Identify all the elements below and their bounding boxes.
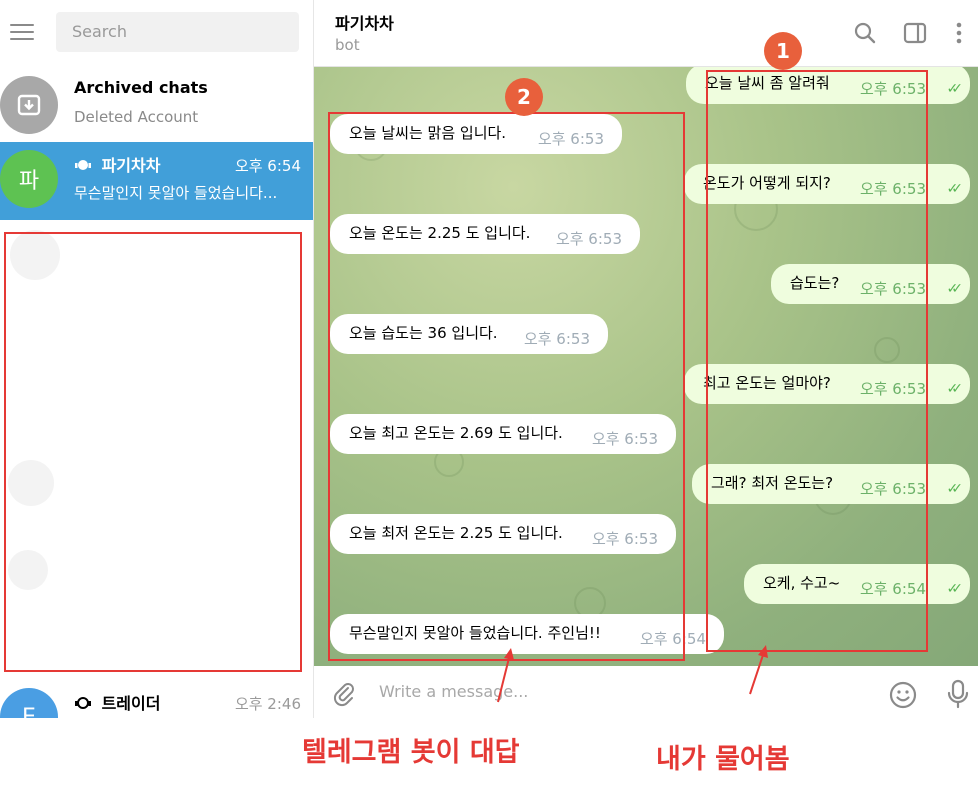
- outgoing-message[interactable]: 오케, 수고~ 오후 6:54 ✓✓: [744, 564, 970, 604]
- outgoing-message[interactable]: 습도는? 오후 6:53 ✓✓: [771, 264, 970, 304]
- hamburger-menu-icon[interactable]: [10, 22, 34, 42]
- sidebar-toggle-icon[interactable]: [902, 20, 928, 46]
- incoming-message[interactable]: 오늘 습도는 36 입니다. 오후 6:53: [330, 314, 608, 354]
- chat-header: 파기차차 bot: [314, 0, 978, 67]
- label-user-asked: 내가 물어봄: [656, 744, 790, 775]
- chat-time: 오후 2:46: [234, 695, 301, 713]
- badge-1: 1: [764, 32, 802, 70]
- chat-list-sidebar: Search Archived chats Deleted Account 파 …: [0, 0, 314, 718]
- bot-icon: [74, 694, 102, 713]
- read-check-icon: ✓✓: [946, 181, 964, 197]
- search-icon[interactable]: [852, 20, 878, 46]
- user-questions-box: [706, 70, 928, 652]
- chat-name[interactable]: 파기차차: [335, 14, 394, 33]
- incoming-message[interactable]: 오늘 최고 온도는 2.69 도 입니다. 오후 6:53: [330, 414, 676, 454]
- redacted-chat-list: [0, 220, 313, 695]
- chat-title: 트레이더: [74, 690, 160, 714]
- bot-icon: [74, 156, 102, 175]
- outgoing-message[interactable]: 온도가 어떻게 되지? 오후 6:53 ✓✓: [684, 164, 970, 204]
- read-check-icon: ✓✓: [946, 581, 964, 597]
- emoji-icon[interactable]: [888, 680, 918, 714]
- incoming-message[interactable]: 오늘 온도는 2.25 도 입니다. 오후 6:53: [330, 214, 640, 254]
- archived-chats-item[interactable]: Archived chats Deleted Account: [0, 68, 313, 146]
- read-check-icon: ✓✓: [946, 381, 964, 397]
- outgoing-message[interactable]: 최고 온도는 얼마야? 오후 6:53 ✓✓: [684, 364, 970, 404]
- message-input[interactable]: Write a message...: [379, 682, 529, 701]
- incoming-message[interactable]: 무슨말인지 못알아 들었습니다. 주인님!! 오후 6:54: [330, 614, 724, 654]
- chat-item-pagichacha[interactable]: 파 파기차차 오후 6:54 무슨말인지 못알아 들었습니다...: [0, 142, 313, 220]
- arrow-to-user-questions: [749, 645, 768, 695]
- bot-answers-box: [328, 112, 685, 661]
- outgoing-message[interactable]: 오늘 날씨 좀 알려줘 오후 6:53 ✓✓: [686, 67, 970, 104]
- attach-icon[interactable]: [330, 680, 358, 712]
- incoming-message[interactable]: 오늘 최저 온도는 2.25 도 입니다. 오후 6:53: [330, 514, 676, 554]
- search-input[interactable]: Search: [56, 12, 299, 52]
- chat-title: 파기차차: [74, 152, 160, 176]
- avatar: 파: [0, 150, 58, 208]
- label-bot-answer: 텔레그램 봇이 대답: [302, 737, 520, 768]
- outgoing-message[interactable]: 그래? 최저 온도는? 오후 6:53 ✓✓: [692, 464, 970, 504]
- read-check-icon: ✓✓: [946, 81, 964, 97]
- chat-item-trader[interactable]: E 트레이더 오후 2:46: [0, 680, 313, 718]
- more-options-icon[interactable]: [946, 20, 972, 46]
- incoming-message[interactable]: 오늘 날씨는 맑음 입니다. 오후 6:53: [330, 114, 622, 154]
- chat-time: 오후 6:54: [234, 157, 301, 175]
- read-check-icon: ✓✓: [946, 481, 964, 497]
- redaction-box: [4, 232, 302, 672]
- archived-chats-title: Archived chats: [74, 78, 208, 97]
- chat-status: bot: [335, 36, 360, 54]
- badge-2: 2: [505, 78, 543, 116]
- archive-icon: [0, 76, 58, 134]
- avatar: E: [0, 688, 58, 718]
- arrow-to-bot-answers: [497, 648, 514, 703]
- read-check-icon: ✓✓: [946, 281, 964, 297]
- chat-preview: 무슨말인지 못알아 들었습니다...: [74, 184, 278, 202]
- message-area[interactable]: 오늘 날씨 좀 알려줘 오후 6:53 ✓✓ 온도가 어떻게 되지? 오후 6:…: [314, 67, 978, 666]
- archived-chats-preview: Deleted Account: [74, 108, 199, 126]
- message-input-bar: Write a message...: [314, 666, 978, 718]
- microphone-icon[interactable]: [944, 678, 972, 714]
